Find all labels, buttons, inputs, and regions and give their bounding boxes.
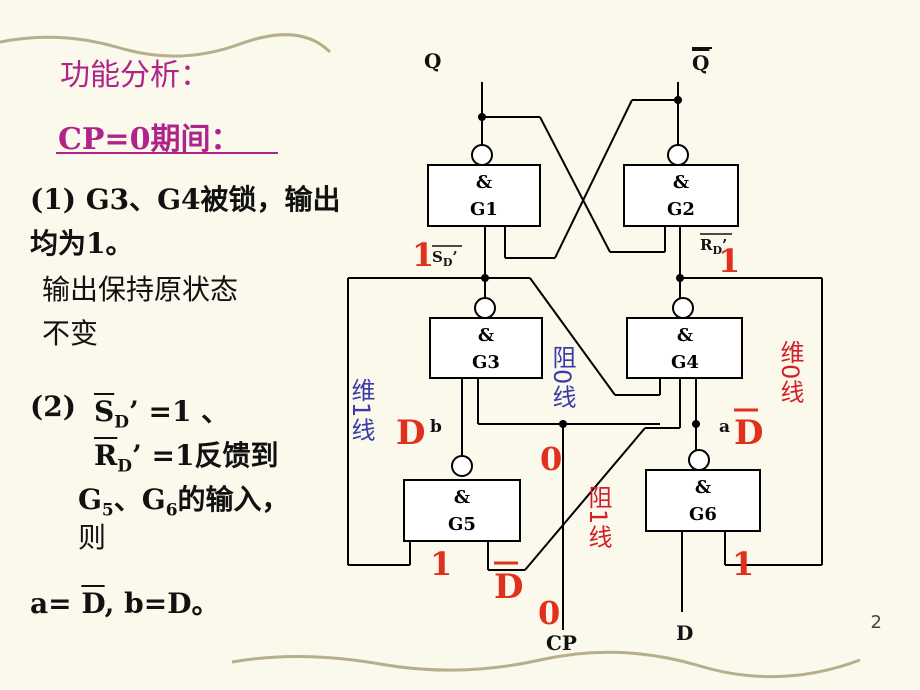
point2-rd-line: RD’ =1反馈到 bbox=[94, 434, 278, 477]
page-number: 2 bbox=[870, 612, 882, 633]
label-block1: 阻1线 bbox=[584, 485, 612, 548]
value-one-g5: 1 bbox=[430, 545, 452, 583]
gate-g6: & G6 bbox=[645, 449, 761, 532]
value-d-left: D bbox=[396, 413, 425, 453]
subheading: CP=0期间： bbox=[58, 122, 241, 157]
point1-line1: (1) G3、G4被锁，输出 bbox=[30, 183, 341, 216]
gate-g3-symbol: & bbox=[478, 325, 494, 346]
point2-rd: R bbox=[94, 439, 118, 472]
result-a-label: a= bbox=[30, 587, 72, 620]
gate-g1-symbol: & bbox=[476, 172, 492, 193]
gate-g4-name: G4 bbox=[671, 352, 699, 373]
point2-rd-rest: ’ =1反馈到 bbox=[132, 439, 279, 472]
point2-sd-rest: ’ =1 、 bbox=[128, 395, 230, 428]
gate-g2-name: G2 bbox=[667, 199, 695, 220]
value-d-right: D bbox=[734, 413, 763, 453]
point2-g-line: G5、G6的输入， bbox=[78, 478, 290, 521]
label-maintain0: 维0线 bbox=[776, 340, 804, 403]
node-a-label: a bbox=[719, 417, 730, 437]
point2-g6-sub: 6 bbox=[165, 500, 178, 521]
point1-line2: 均为1。 bbox=[30, 227, 134, 260]
point2-g5: G bbox=[78, 483, 102, 516]
value-one-left: 1 bbox=[412, 236, 434, 274]
point2-g5-sub: 5 bbox=[101, 500, 114, 521]
point2-sep: 、 bbox=[113, 483, 142, 516]
gate-g5-name: G5 bbox=[448, 514, 476, 535]
gate-g2: & G2 bbox=[623, 144, 739, 227]
gate-g3: & G3 bbox=[429, 297, 543, 379]
gate-g4-symbol: & bbox=[677, 325, 693, 346]
point1-line4: 不变 bbox=[42, 317, 99, 350]
point2-sd-line: SD’ =1 、 bbox=[94, 390, 229, 433]
value-one-right: 1 bbox=[718, 242, 740, 280]
junctions bbox=[478, 96, 700, 428]
input-d: D bbox=[676, 621, 693, 645]
value-zero-mid: 0 bbox=[540, 440, 562, 478]
point2-label: (2) bbox=[30, 390, 76, 423]
sd-prime-label: SD’ bbox=[432, 248, 458, 269]
point2-sd-sub: D bbox=[114, 412, 129, 433]
gate-g5-symbol: & bbox=[454, 487, 470, 508]
heading: 功能分析： bbox=[60, 58, 210, 93]
value-zero-cp: 0 bbox=[538, 594, 560, 632]
result-a-value: D bbox=[81, 587, 105, 620]
point2-then: 则 bbox=[78, 521, 107, 554]
label-maintain1: 维1线 bbox=[347, 378, 375, 441]
wires bbox=[347, 82, 823, 630]
point2-g6: G bbox=[141, 483, 166, 516]
input-cp: CP bbox=[546, 631, 577, 655]
output-q: Q bbox=[424, 49, 441, 73]
point2-sd: S bbox=[94, 395, 115, 428]
gate-g6-symbol: & bbox=[695, 477, 711, 498]
vine-decoration bbox=[0, 33, 861, 679]
gate-g5: & G5 bbox=[403, 455, 521, 542]
rd-prime-label: RD’ bbox=[700, 236, 727, 257]
result-line: a= D, b=D。 bbox=[30, 582, 219, 622]
subheading-underline bbox=[56, 152, 278, 154]
value-one-g6: 1 bbox=[732, 545, 754, 583]
gate-g2-symbol: & bbox=[673, 172, 689, 193]
gate-g3-name: G3 bbox=[472, 352, 500, 373]
label-block0: 阻0线 bbox=[548, 345, 576, 408]
gate-g4: & G4 bbox=[626, 297, 743, 379]
output-q-bar: Q bbox=[692, 51, 709, 75]
point1-line3: 输出保持原状态 bbox=[42, 273, 239, 306]
gate-g1-name: G1 bbox=[470, 199, 498, 220]
point2-rd-sub: D bbox=[117, 456, 133, 477]
gate-g6-name: G6 bbox=[689, 504, 717, 525]
result-b: , b=D。 bbox=[104, 587, 220, 620]
node-b-label: b bbox=[430, 417, 442, 437]
point2-g-rest: 的输入， bbox=[177, 483, 290, 516]
gate-g1: & G1 bbox=[427, 144, 541, 227]
value-d-bar-bottom: D bbox=[494, 567, 523, 607]
